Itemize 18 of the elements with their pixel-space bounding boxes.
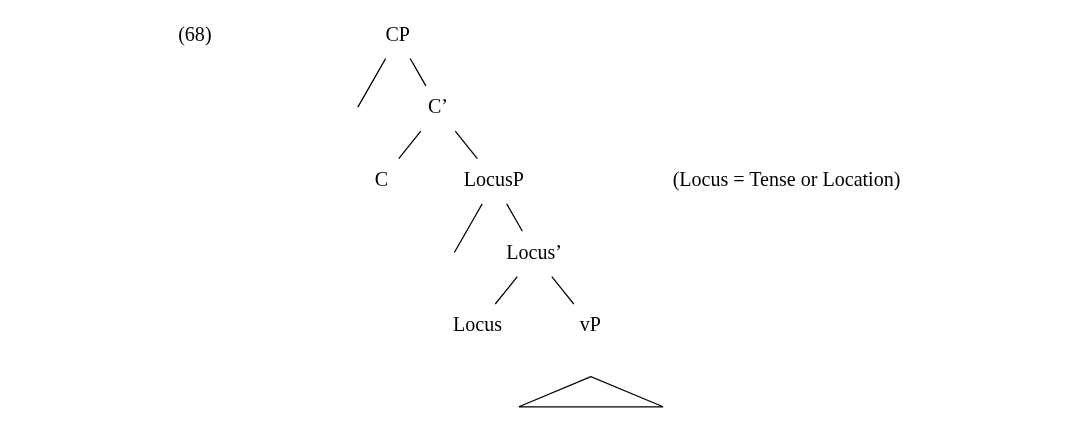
connector	[409, 57, 427, 87]
node-text: C	[374, 167, 389, 190]
connector	[357, 57, 387, 108]
node-text: Locus’	[506, 240, 563, 263]
node-text: LocusP	[463, 167, 524, 190]
connector	[494, 275, 518, 305]
connector	[551, 275, 575, 305]
connector	[454, 130, 478, 160]
node-text: C’	[428, 95, 449, 118]
connector	[506, 203, 523, 232]
node-triangle	[518, 376, 664, 408]
label: (Locus = Tense or Location)	[672, 167, 901, 190]
node-text: Locus	[453, 313, 503, 336]
node-text: CP	[385, 22, 410, 45]
label: (68)	[178, 22, 212, 45]
connector	[453, 203, 483, 254]
connector	[398, 130, 422, 160]
node-text: vP	[579, 313, 601, 336]
